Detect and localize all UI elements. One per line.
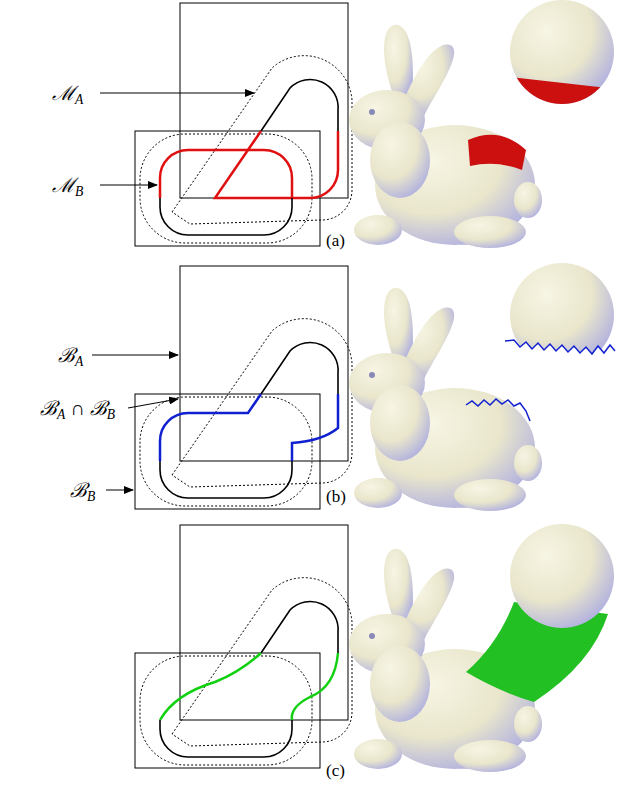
illustration-a xyxy=(349,0,625,248)
schematic-a xyxy=(100,3,352,246)
illustration-c xyxy=(349,524,614,772)
schematic-c xyxy=(135,525,352,768)
panel-tag: (b) xyxy=(326,488,346,505)
illustration-b xyxy=(349,263,615,511)
panel-tag: (c) xyxy=(326,762,345,779)
set-label: ℬA xyxy=(58,345,83,365)
panel-tag: (a) xyxy=(326,232,345,249)
set-label: ℳB xyxy=(52,175,83,195)
set-label: ℳA xyxy=(52,83,83,103)
schematic-b xyxy=(92,266,352,509)
set-label: ℬA ∩ ℬB xyxy=(40,398,115,418)
set-label: ℬB xyxy=(70,480,95,500)
